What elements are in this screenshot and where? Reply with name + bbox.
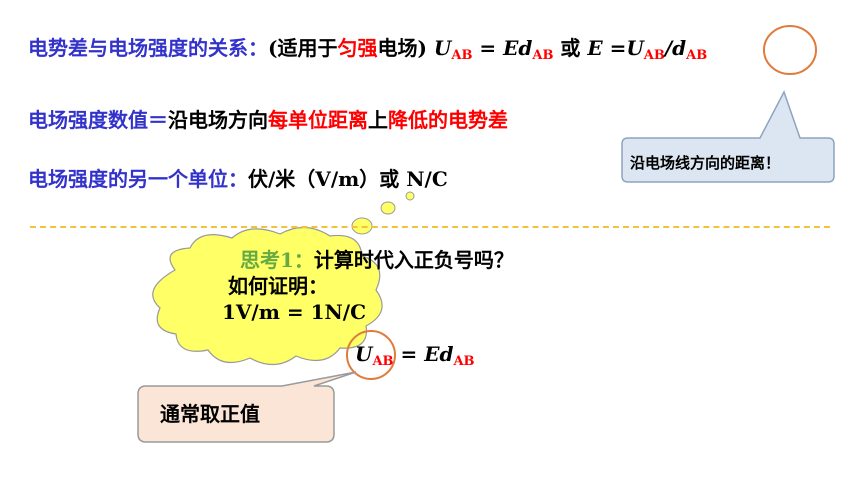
formula-slash: / xyxy=(664,36,673,60)
formula-u-sub: AB xyxy=(451,48,473,63)
formula2-d-sub: AB xyxy=(453,354,475,369)
cloud-line1: 如何证明： xyxy=(228,274,328,298)
formula2-eq: = Ed xyxy=(393,342,454,366)
formula-e-sub: AB xyxy=(643,48,665,63)
formula-uab: UAB = EdAB xyxy=(355,342,475,369)
applicable-close: 电场) xyxy=(377,36,427,60)
callout-distance-shape xyxy=(621,90,835,183)
thought-bubble-small xyxy=(405,191,415,201)
formula-d2-sub: AB xyxy=(686,48,708,63)
relation-line: 电势差与电场强度的关系：(适用于匀强电场) UAB = EdAB 或 E =UA… xyxy=(28,32,707,63)
formula-d: d xyxy=(672,36,687,60)
highlight-circle-dab xyxy=(763,25,817,75)
value-line: 电场强度数值＝沿电场方向每单位距离上降低的电势差 xyxy=(28,104,508,133)
formula2-u: U xyxy=(355,342,373,366)
cloud-line2: 1V/m = 1N/C xyxy=(222,300,367,324)
value-part3: 上 xyxy=(368,108,388,132)
formula-e: E =U xyxy=(587,36,644,60)
unit-line: 电场强度的另一个单位：伏/米（V/m）或 N/C xyxy=(28,163,448,192)
formula-u: U xyxy=(433,36,452,60)
formula-d-sub: AB xyxy=(532,48,554,63)
formula-or: 或 xyxy=(553,36,588,60)
value-eq: ＝ xyxy=(148,108,168,132)
think-label: 思考1： xyxy=(240,248,314,272)
unit-label: 电场强度的另一个单位： xyxy=(28,167,248,191)
formula-eq: = Ed xyxy=(472,36,533,60)
value-part2: 每单位距离 xyxy=(268,108,368,132)
value-part1: 沿电场方向 xyxy=(168,108,268,132)
applicable-open: (适用于 xyxy=(268,36,338,60)
formula2-u-sub: AB xyxy=(372,354,394,369)
highlight-circle-uab xyxy=(346,330,396,380)
think-text: 计算时代入正负号吗？ xyxy=(313,248,514,272)
callout-positive-shape xyxy=(137,371,357,443)
uniform-word: 匀强 xyxy=(337,36,378,60)
relation-label: 电势差与电场强度的关系： xyxy=(28,36,268,60)
value-label: 电场强度数值 xyxy=(28,108,148,132)
section-divider xyxy=(30,226,830,228)
value-part4: 降低的电势差 xyxy=(388,108,508,132)
thought-bubble-medium xyxy=(380,201,396,215)
callout-distance-text: 沿电场线方向的距离！ xyxy=(630,154,781,172)
callout-positive-text: 通常取正值 xyxy=(160,402,260,426)
unit-value: 伏/米（V/m）或 N/C xyxy=(248,167,448,191)
cloud-shape xyxy=(152,226,383,366)
think-question: 思考1：计算时代入正负号吗？ xyxy=(240,244,514,273)
